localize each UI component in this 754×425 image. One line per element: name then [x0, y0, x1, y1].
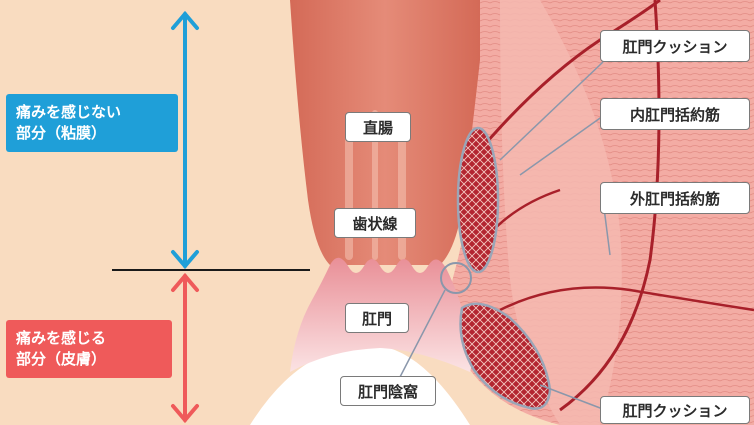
painful-zone-box: 痛みを感じる 部分（皮膚） [6, 320, 172, 378]
anus-label: 肛門 [345, 303, 409, 333]
anal-cushion-upper-shape [458, 128, 498, 272]
painless-zone-line1: 痛みを感じない [16, 102, 121, 123]
anal-cushion-upper-label: 肛門クッション [600, 30, 750, 62]
anal-crypt-label: 肛門陰窩 [340, 376, 436, 406]
internal-sphincter-label: 内肛門括約筋 [600, 98, 750, 130]
painful-zone-line2: 部分（皮膚） [16, 349, 106, 370]
painless-zone-box: 痛みを感じない 部分（粘膜） [6, 94, 178, 152]
rectum-label: 直腸 [345, 112, 411, 142]
dentate-line-label: 歯状線 [334, 208, 416, 238]
painful-zone-line1: 痛みを感じる [16, 328, 106, 349]
external-sphincter-label: 外肛門括約筋 [600, 182, 750, 214]
anal-cushion-lower-label: 肛門クッション [600, 396, 750, 424]
painless-zone-line2: 部分（粘膜） [16, 123, 106, 144]
